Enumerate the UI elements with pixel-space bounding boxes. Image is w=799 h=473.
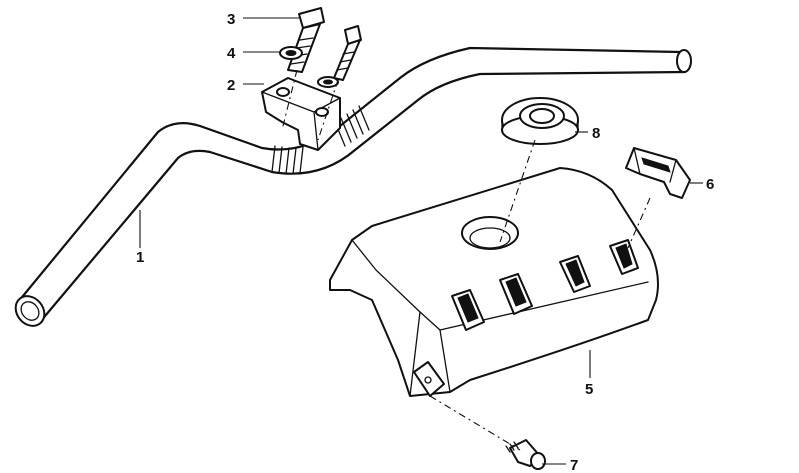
callout-3: 3 bbox=[227, 11, 235, 28]
washer bbox=[279, 46, 339, 88]
callout-6: 6 bbox=[706, 176, 714, 193]
instrument-cover bbox=[329, 167, 659, 397]
callout-2: 2 bbox=[227, 77, 235, 94]
callout-7: 7 bbox=[570, 457, 578, 473]
callout-5: 5 bbox=[585, 381, 593, 398]
mounting-screw bbox=[505, 439, 546, 470]
cover-vent-slots bbox=[451, 239, 639, 331]
callout-1: 1 bbox=[136, 249, 144, 266]
callout-8: 8 bbox=[592, 125, 600, 142]
clamp-bolt bbox=[287, 7, 325, 73]
clamp-block bbox=[261, 77, 341, 151]
callout-4: 4 bbox=[227, 45, 236, 62]
ignition-ring bbox=[501, 97, 579, 145]
cover-cap bbox=[625, 147, 691, 199]
clamp-bolt-2 bbox=[333, 25, 362, 81]
